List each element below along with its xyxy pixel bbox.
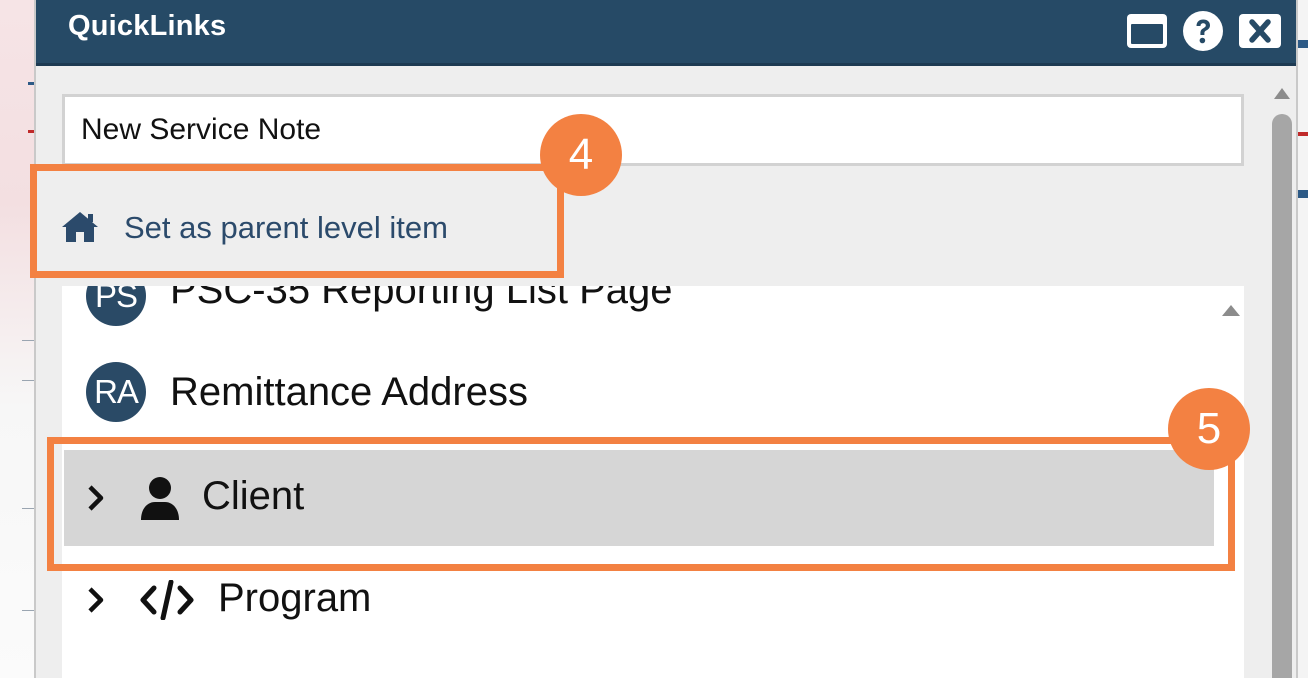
home-icon	[62, 212, 98, 242]
chevron-right-icon[interactable]	[86, 484, 106, 512]
list-item-label: Remittance Address	[170, 370, 528, 414]
background-mark	[28, 82, 34, 85]
background-mark	[1298, 190, 1308, 198]
close-button[interactable]	[1238, 12, 1282, 50]
background-page-left	[0, 0, 34, 678]
dialog-titlebar[interactable]: QuickLinks	[36, 0, 1296, 66]
list-scroll-up-icon[interactable]	[1218, 300, 1244, 320]
chevron-right-icon[interactable]	[86, 586, 106, 614]
tree-item-client[interactable]: Client	[64, 450, 1214, 546]
user-icon	[141, 477, 179, 520]
scroll-up-icon[interactable]	[1272, 84, 1292, 102]
set-parent-level-item-button[interactable]: Set as parent level item	[36, 192, 576, 264]
background-tick	[22, 508, 34, 509]
background-mark	[1298, 40, 1308, 48]
quicklink-search-field[interactable]	[62, 94, 1244, 166]
list-item[interactable]: RA Remittance Address	[62, 346, 1214, 446]
quicklink-search-input[interactable]	[65, 97, 1241, 163]
background-mark	[28, 130, 34, 133]
tree-item-label: Client	[202, 474, 305, 518]
tree-item-program[interactable]: Program	[64, 552, 1214, 648]
list-item-label: PSC-35 Reporting List Page	[170, 286, 673, 312]
scrollbar-thumb[interactable]	[1272, 114, 1292, 678]
close-x-icon	[1239, 14, 1281, 48]
background-tick	[22, 340, 34, 341]
dialog-title: QuickLinks	[68, 10, 227, 42]
avatar: RA	[86, 362, 146, 422]
background-tick	[22, 610, 34, 611]
callout-badge-4: 4	[540, 114, 622, 196]
tree-item-label: Program	[218, 576, 372, 620]
avatar: PS	[86, 286, 146, 326]
callout-badge-5: 5	[1168, 388, 1250, 470]
quicklinks-dialog: QuickLinks	[34, 0, 1298, 678]
dialog-scrollbar[interactable]	[1268, 70, 1296, 678]
maximize-button[interactable]	[1125, 12, 1169, 50]
quicklinks-list: PS PSC-35 Reporting List Page RA Remitta…	[62, 286, 1244, 678]
window-maximize-icon	[1127, 14, 1167, 48]
background-mark	[1298, 132, 1308, 136]
set-parent-level-item-label: Set as parent level item	[124, 210, 448, 245]
background-tick	[22, 380, 34, 381]
background-page-right	[1298, 0, 1308, 678]
help-button[interactable]	[1181, 11, 1225, 51]
list-item[interactable]: PS PSC-35 Reporting List Page	[62, 286, 1214, 348]
question-circle-icon	[1183, 11, 1223, 51]
code-icon	[140, 580, 194, 620]
